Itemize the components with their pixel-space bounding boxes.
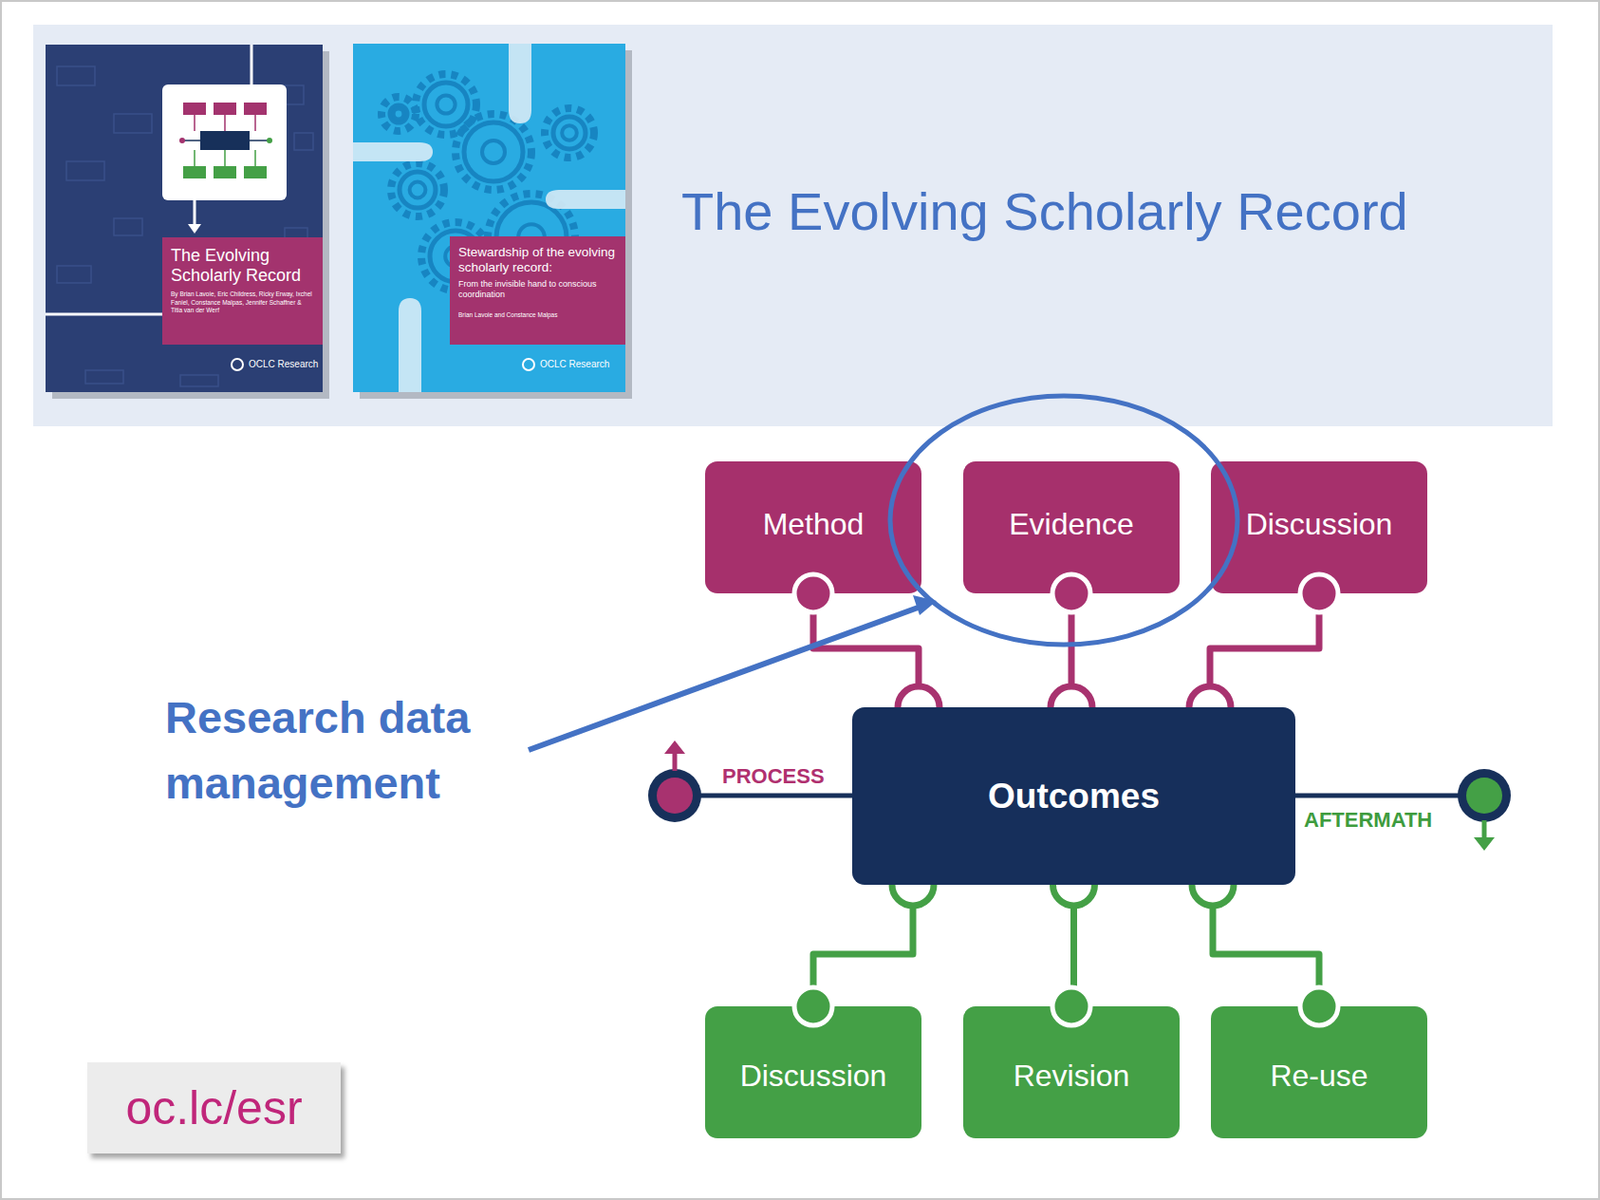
box-label: oc.lc/esr bbox=[125, 1079, 302, 1135]
connector-socket bbox=[1189, 686, 1231, 707]
cover-text: Brian Lavoie and Constance Malpas bbox=[458, 311, 617, 319]
cover-line bbox=[193, 200, 197, 226]
connector-dot bbox=[1052, 986, 1091, 1025]
box-label: Discussion bbox=[740, 1058, 888, 1094]
process-line bbox=[674, 793, 855, 799]
slide-title: The Evolving Scholarly Record bbox=[681, 180, 1409, 242]
oclc-logo bbox=[231, 358, 243, 371]
report-cover bbox=[45, 44, 323, 392]
link-box: oc.lc/esr bbox=[87, 1061, 341, 1154]
aftermath-box: Revision bbox=[963, 1005, 1180, 1138]
box-label: Re-use bbox=[1269, 1058, 1368, 1094]
report-cover bbox=[353, 43, 626, 392]
aftermath-box: Discussion bbox=[705, 1005, 922, 1138]
connector-dot bbox=[1052, 574, 1091, 613]
cover-text: The Evolving Scholarly Record bbox=[170, 245, 315, 285]
mini-diagram bbox=[179, 102, 273, 179]
process-box: Discussion bbox=[1210, 461, 1428, 594]
cover-line bbox=[45, 313, 163, 317]
connector-dot bbox=[1047, 569, 1096, 617]
publisher-label: OCLC Research bbox=[248, 358, 318, 370]
aftermath-arrowhead bbox=[1473, 837, 1495, 851]
callout-label: Research data management bbox=[165, 684, 517, 816]
process-terminal bbox=[656, 777, 693, 814]
box-label: Revision bbox=[1013, 1058, 1131, 1094]
header-panel bbox=[33, 24, 1553, 427]
aftermath-box: Re-use bbox=[1210, 1005, 1428, 1138]
connector-dot bbox=[789, 569, 838, 617]
hands-illustration bbox=[353, 43, 626, 392]
leader-arrow bbox=[528, 606, 921, 750]
connector-dot bbox=[789, 982, 838, 1030]
highlight-ellipse bbox=[890, 395, 1238, 645]
cover-title-box: The Evolving Scholarly Record By Brian La… bbox=[162, 237, 323, 345]
connector-dot bbox=[1295, 982, 1343, 1030]
connector-socket bbox=[892, 884, 934, 906]
cover-text: By Brian Lavoie, Eric Childress, Ricky E… bbox=[170, 290, 315, 315]
process-terminal bbox=[648, 768, 702, 822]
box-label: Method bbox=[762, 506, 865, 542]
publisher-label: OCLC Research bbox=[539, 358, 610, 370]
connector-socket bbox=[1191, 884, 1234, 906]
box-label: Discussion bbox=[1246, 506, 1394, 542]
connector-dot bbox=[1300, 986, 1339, 1025]
process-box: Evidence bbox=[963, 461, 1180, 594]
leader-arrowhead bbox=[912, 595, 937, 615]
connector-socket bbox=[1050, 686, 1093, 707]
connector-socket bbox=[897, 686, 940, 707]
aftermath-terminal bbox=[1457, 768, 1511, 822]
cover-title-box: Stewardship of the evolving scholarly re… bbox=[449, 236, 626, 345]
aftermath-line bbox=[1293, 793, 1485, 799]
connector-dot bbox=[1047, 982, 1096, 1030]
process-arrowhead bbox=[664, 740, 686, 754]
connector-dot bbox=[1300, 574, 1339, 613]
connector-dot bbox=[1295, 569, 1343, 617]
connector bbox=[1212, 884, 1320, 1006]
oclc-logo bbox=[522, 358, 535, 371]
cover-line bbox=[250, 44, 254, 85]
cover-text: From the invisible hand to conscious coo… bbox=[458, 279, 617, 300]
cover-text: Stewardship of the evolving scholarly re… bbox=[458, 244, 617, 276]
box-label: Evidence bbox=[1008, 506, 1135, 542]
aftermath-terminal bbox=[1466, 777, 1503, 814]
box-label: Outcomes bbox=[987, 776, 1160, 817]
process-box: Method bbox=[705, 461, 922, 594]
outcomes-box: Outcomes bbox=[852, 706, 1296, 885]
mini-diagram-panel bbox=[162, 84, 287, 201]
aftermath-label: AFTERMATH bbox=[1303, 807, 1433, 833]
connector-socket bbox=[1053, 884, 1096, 906]
connector-dot bbox=[794, 986, 833, 1025]
process-label: PROCESS bbox=[722, 763, 825, 789]
cover-arrowhead bbox=[187, 223, 202, 234]
connector-dot bbox=[794, 574, 833, 613]
